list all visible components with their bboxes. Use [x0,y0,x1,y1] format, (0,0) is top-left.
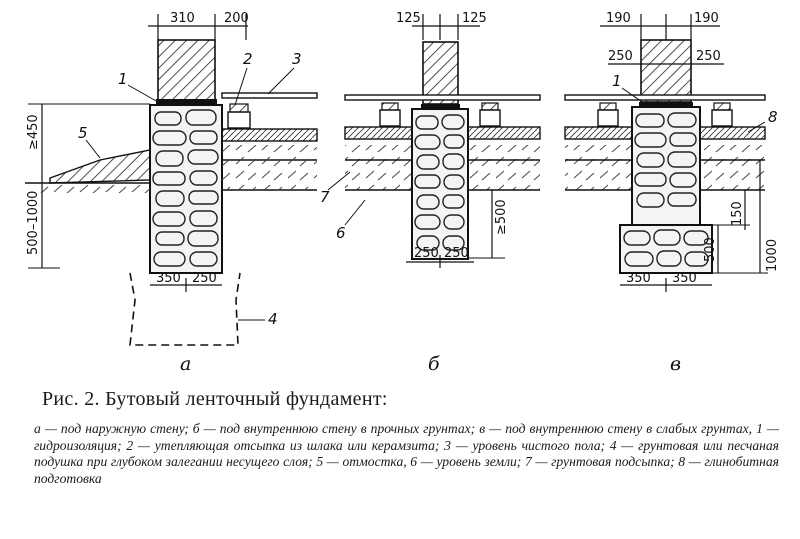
label-v-8: 8 [768,108,778,126]
wall-a [157,39,216,101]
dim-b-depth: ≥500 [494,199,509,235]
label-a-4: 4 [268,310,278,328]
sub-label-v: в [670,353,681,375]
dim-v-h150: 150 [730,201,745,226]
sub-label-b: б [428,353,440,375]
label-a-3: 3 [292,50,302,68]
dim-v-top-left: 190 [606,11,631,26]
dim-v-h1000: 1000 [765,239,780,272]
foundation-diagrams: 310 200 350 250 [25,11,780,375]
dim-v-bottom-right: 350 [672,271,697,286]
dim-a-top-left: 310 [170,11,195,26]
dim-a-bottom-right: 250 [192,271,217,286]
figure-title: Рис. 2. Бутовый ленточный фундамент: [42,388,388,410]
rubble-column-a [149,104,223,274]
label-a-5: 5 [78,124,88,142]
diagram-a: 310 200 350 250 [25,11,318,375]
figure-legend: а — под наружную стену; б — под внутренн… [34,421,779,486]
dim-b-bottom-right: 250 [444,246,469,261]
dim-v-mid-right: 250 [696,49,721,64]
dim-a-top-right: 200 [224,11,249,26]
diagram-v: 190 190 250 250 [564,11,780,375]
diagram-b: 125 125 250 250 ≥500 [320,11,541,375]
dim-v-mid-left: 250 [608,49,633,64]
dim-a-height-lower: 500–1000 [26,191,41,255]
label-v-1: 1 [612,72,622,90]
sub-label-a: а [180,353,191,375]
dim-v-bottom-left: 350 [626,271,651,286]
label-b-6: 6 [336,224,346,242]
waterproofing-a [156,99,217,105]
dim-b-bottom-left: 250 [414,246,439,261]
dim-b-top-right: 125 [462,11,487,26]
dim-b-top-left: 125 [396,11,421,26]
label-b-7: 7 [320,188,330,206]
dim-v-top-right: 190 [694,11,719,26]
dim-a-height-upper: ≥450 [26,114,41,150]
label-a-1: 1 [118,70,128,88]
dim-v-h500: 500 [703,237,718,262]
label-a-2: 2 [243,50,253,68]
dim-a-bottom-left: 350 [156,271,181,286]
